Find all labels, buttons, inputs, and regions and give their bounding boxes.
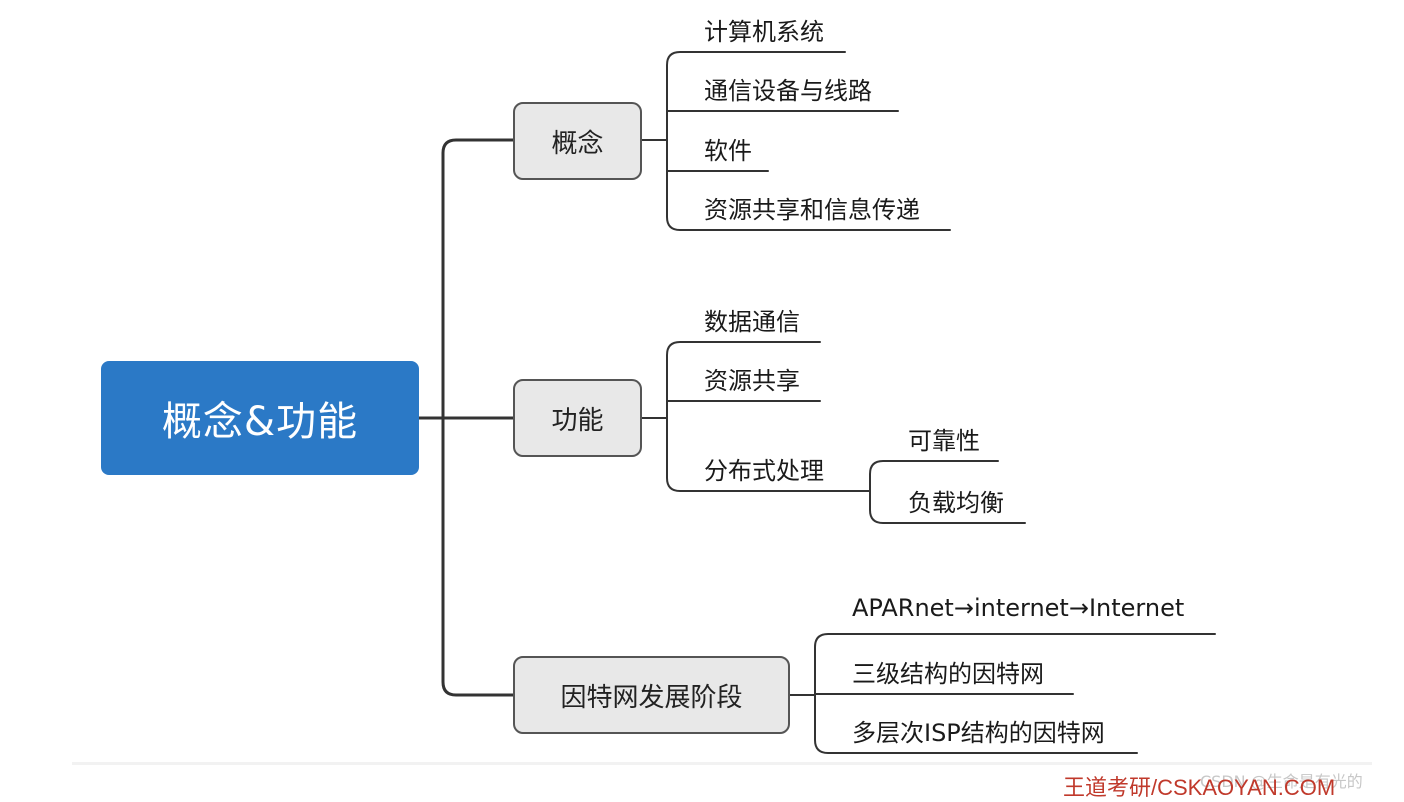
leaf-item: 数据通信 [704,308,800,336]
leaf-item: 通信设备与线路 [704,77,872,105]
branch-node-concept: 概念 [513,102,642,180]
leaf-item: 资源共享和信息传递 [704,196,920,224]
leaf-item: APARnet→internet→Internet [852,594,1185,622]
branch-node-function: 功能 [513,379,642,457]
sub-leaf-item: 负载均衡 [908,489,1004,517]
root-label: 概念&功能 [161,399,359,445]
branch-label: 概念 [551,128,604,159]
root-node: 概念&功能 [101,361,419,475]
csdn-watermark: CSDN @生命是有光的 [1200,772,1363,791]
leaf-item: 计算机系统 [704,18,824,46]
leaf-item: 资源共享 [704,367,800,395]
branch-label: 因特网发展阶段 [560,682,743,713]
wangdao-watermark: 王道考研/CSKAOYAN.COM [1063,775,1336,800]
leaf-item: 三级结构的因特网 [852,660,1044,688]
branch-node-internet-stages: 因特网发展阶段 [513,656,790,734]
bottom-divider [72,762,1372,765]
leaf-item: 软件 [704,137,752,165]
sub-leaf-item: 可靠性 [908,427,980,455]
leaf-item: 多层次ISP结构的因特网 [852,719,1105,747]
branch-label: 功能 [551,405,604,436]
leaf-item: 分布式处理 [704,457,824,485]
